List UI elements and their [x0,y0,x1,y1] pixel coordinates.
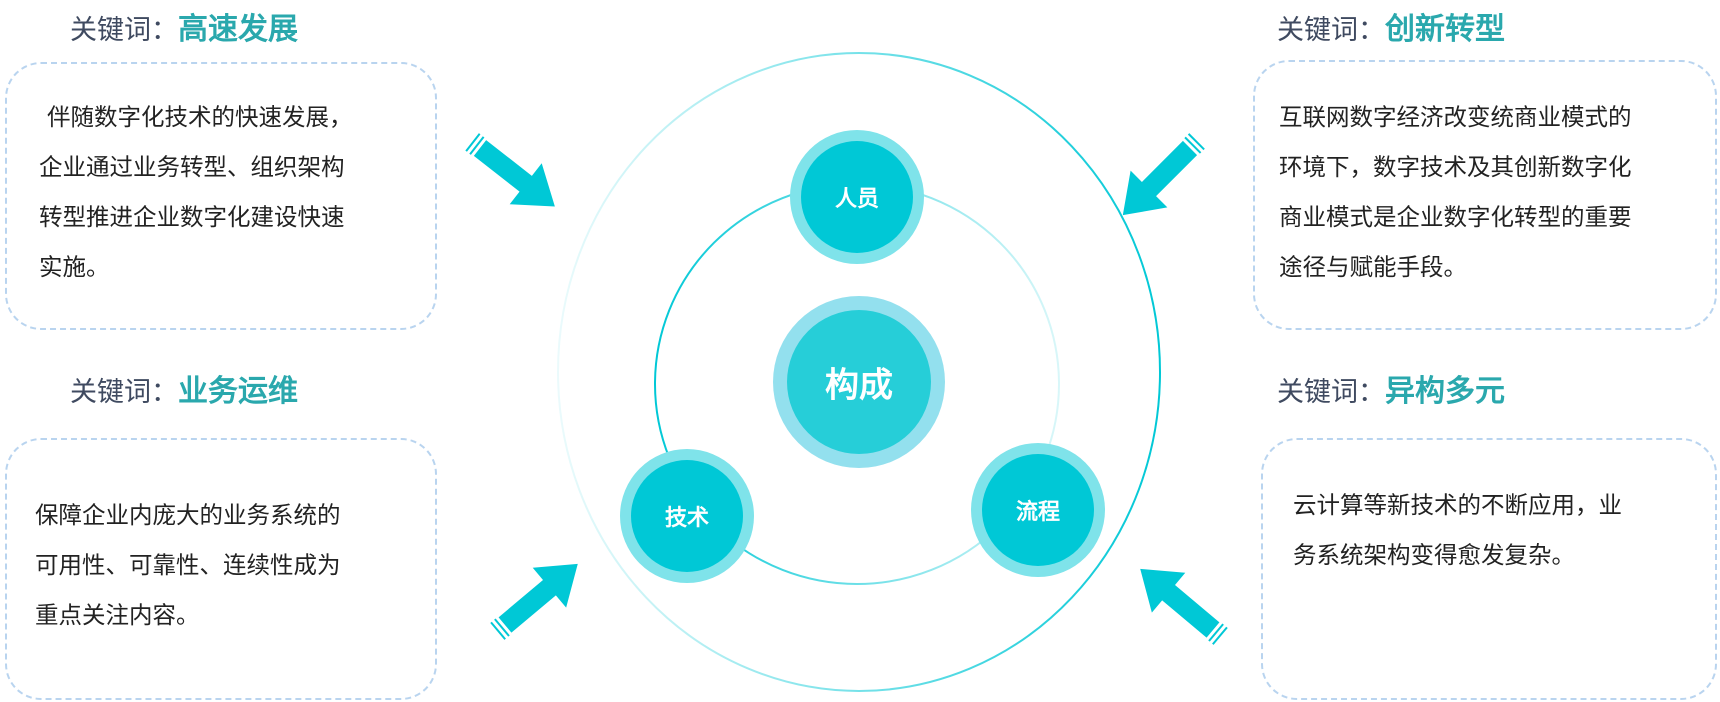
arrow-icon-bottom-left [480,543,596,652]
node-label-process: 流程 [1015,500,1061,525]
panel-text: 保障企业内庞大的业务系统的 可用性、可靠性、连续性成为 重点关注内容。 [35,490,341,640]
panel-title-bottom-left: 关键词：业务运维 [70,372,298,413]
text-line: 环境下，数字技术及其创新数字化 [1279,153,1632,181]
panel-text: 互联网数字经济改变统商业模式的 环境下，数字技术及其创新数字化 商业模式是企业数… [1279,92,1632,292]
text-line: 实施。 [39,253,110,281]
outer-ring [557,52,1161,692]
text-line: 云计算等新技术的不断应用，业 [1293,491,1622,519]
text-line: 重点关注内容。 [35,601,200,629]
center-label: 构成 [825,365,893,406]
keyword-label: 关键词： [70,377,178,408]
node-label-technology: 技术 [664,506,710,531]
node-label-people: 人员 [834,187,880,212]
panel-title-top-left: 关键词：高速发展 [70,10,298,51]
text-line: 务系统架构变得愈发复杂。 [1293,541,1575,569]
panel-box-top-right: 互联网数字经济改变统商业模式的 环境下，数字技术及其创新数字化 商业模式是企业数… [1253,60,1717,330]
keyword-value: 高速发展 [178,12,298,47]
panel-text: 伴随数字化技术的快速发展， 企业通过业务转型、组织架构 转型推进企业数字化建设快… [39,92,353,292]
panel-title-bottom-right: 关键词：异构多元 [1277,372,1505,413]
text-line: 商业模式是企业数字化转型的重要 [1279,203,1632,231]
node-technology [620,449,754,583]
text-line: 途径与赋能手段。 [1279,253,1467,281]
panel-box-bottom-left: 保障企业内庞大的业务系统的 可用性、可靠性、连续性成为 重点关注内容。 [5,438,437,700]
text-line: 保障企业内庞大的业务系统的 [35,501,341,529]
panel-title-top-right: 关键词：创新转型 [1277,10,1505,51]
node-process [971,443,1105,577]
panel-box-bottom-right: 云计算等新技术的不断应用，业 务系统架构变得愈发复杂。 [1261,438,1717,700]
text-line: 企业通过业务转型、组织架构 [39,153,345,181]
keyword-label: 关键词： [70,15,178,46]
text-line: 伴随数字化技术的快速发展， [47,103,353,131]
text-line: 互联网数字经济改变统商业模式的 [1279,103,1632,131]
keyword-value: 创新转型 [1385,12,1505,47]
text-line: 转型推进企业数字化建设快速 [39,203,345,231]
node-people [790,130,924,264]
center-node [773,296,945,468]
keyword-label: 关键词： [1277,15,1385,46]
arrow-icon-top-left [455,120,572,228]
keyword-value: 异构多元 [1385,374,1505,409]
text-line: 可用性、可靠性、连续性成为 [35,551,341,579]
keyword-value: 业务运维 [178,374,298,409]
arrow-icon-bottom-right [1122,548,1238,657]
panel-box-top-left: 伴随数字化技术的快速发展， 企业通过业务转型、组织架构 转型推进企业数字化建设快… [5,62,437,330]
arrow-icon-top-right [1103,122,1216,235]
keyword-label: 关键词： [1277,377,1385,408]
panel-text: 云计算等新技术的不断应用，业 务系统架构变得愈发复杂。 [1293,480,1622,580]
